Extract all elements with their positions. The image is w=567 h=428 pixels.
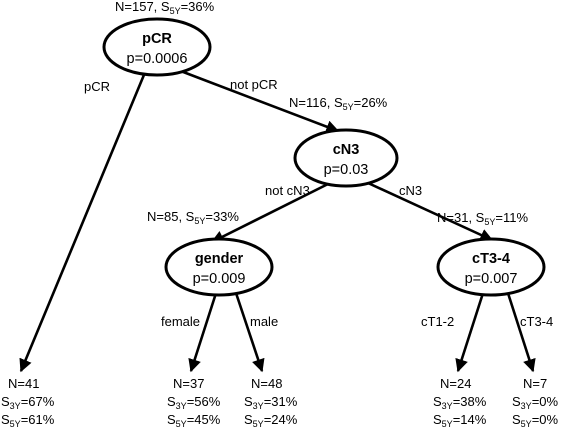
- cn3-node-pvalue: p=0.03: [324, 162, 369, 178]
- leaf-n: N=37: [173, 376, 204, 391]
- leaf-s5y: S5Y=45%: [167, 412, 221, 428]
- edge-label-male: male: [250, 314, 278, 329]
- edge-pcr-to-cn3: [177, 68, 340, 133]
- edge-label-ct34: cT3-4: [520, 314, 553, 329]
- edge-label-cn3: cN3: [399, 183, 422, 198]
- pcr-node-header: N=157, S5Y=36%: [115, 0, 215, 16]
- ct34-node: [436, 237, 546, 297]
- edge-cn3-to-ct34: [367, 181, 494, 242]
- leaf-s5y: S5Y=14%: [433, 412, 487, 428]
- leaf-s3y: S3Y=31%: [244, 394, 298, 411]
- edge-ct34-to-ct12: [455, 289, 486, 373]
- gender-node: [164, 237, 274, 297]
- edge-label-female: female: [161, 314, 200, 329]
- edge-label-pcr: pCR: [84, 79, 110, 94]
- leaf-n: N=41: [8, 376, 39, 391]
- leaf-pcr: N=41 S3Y=67% S5Y=61%: [1, 376, 55, 428]
- leaf-n: N=24: [440, 376, 471, 391]
- leaf-n: N=7: [523, 376, 547, 391]
- leaf-n: N=48: [251, 376, 282, 391]
- edge-gender-to-female: [188, 289, 219, 373]
- leaf-s5y: S5Y=24%: [244, 412, 298, 428]
- leaf-male: N=48 S3Y=31% S5Y=24%: [244, 376, 298, 428]
- ct34-node-header: N=31, S5Y=11%: [437, 210, 528, 227]
- edge-cn3-to-gender: [210, 181, 331, 244]
- leaf-s3y: S3Y=0%: [512, 394, 559, 411]
- edge-ct34-to-ct34leaf: [505, 289, 536, 373]
- edge-gender-to-male: [233, 289, 265, 373]
- leaf-s3y: S3Y=38%: [433, 394, 487, 411]
- leaf-s3y: S3Y=67%: [1, 394, 55, 411]
- edge-label-not-pcr: not pCR: [230, 77, 278, 92]
- gender-node-title: gender: [195, 251, 244, 267]
- ct34-node-pvalue: p=0.007: [465, 271, 518, 287]
- leaf-s3y: S3Y=56%: [167, 394, 221, 411]
- pcr-node: [102, 17, 212, 77]
- leaf-ct12: N=24 S3Y=38% S5Y=14%: [433, 376, 487, 428]
- leaf-s5y: S5Y=61%: [1, 412, 55, 428]
- cn3-node-title: cN3: [333, 142, 360, 158]
- pcr-node-title: pCR: [142, 31, 172, 47]
- edge-pcr-to-leaf: [19, 69, 148, 373]
- cn3-node: [293, 128, 399, 188]
- leaf-female: N=37 S3Y=56% S5Y=45%: [167, 376, 221, 428]
- cn3-node-header: N=116, S5Y=26%: [289, 95, 388, 112]
- edge-label-ct12: cT1-2: [421, 314, 454, 329]
- pcr-node-pvalue: p=0.0006: [127, 51, 188, 67]
- leaf-s5y: S5Y=0%: [512, 412, 559, 428]
- edge-label-not-cn3: not cN3: [265, 183, 310, 198]
- gender-node-pvalue: p=0.009: [193, 271, 246, 287]
- leaf-ct34: N=7 S3Y=0% S5Y=0%: [512, 376, 559, 428]
- ct34-node-title: cT3-4: [472, 251, 510, 267]
- gender-node-header: N=85, S5Y=33%: [147, 209, 239, 226]
